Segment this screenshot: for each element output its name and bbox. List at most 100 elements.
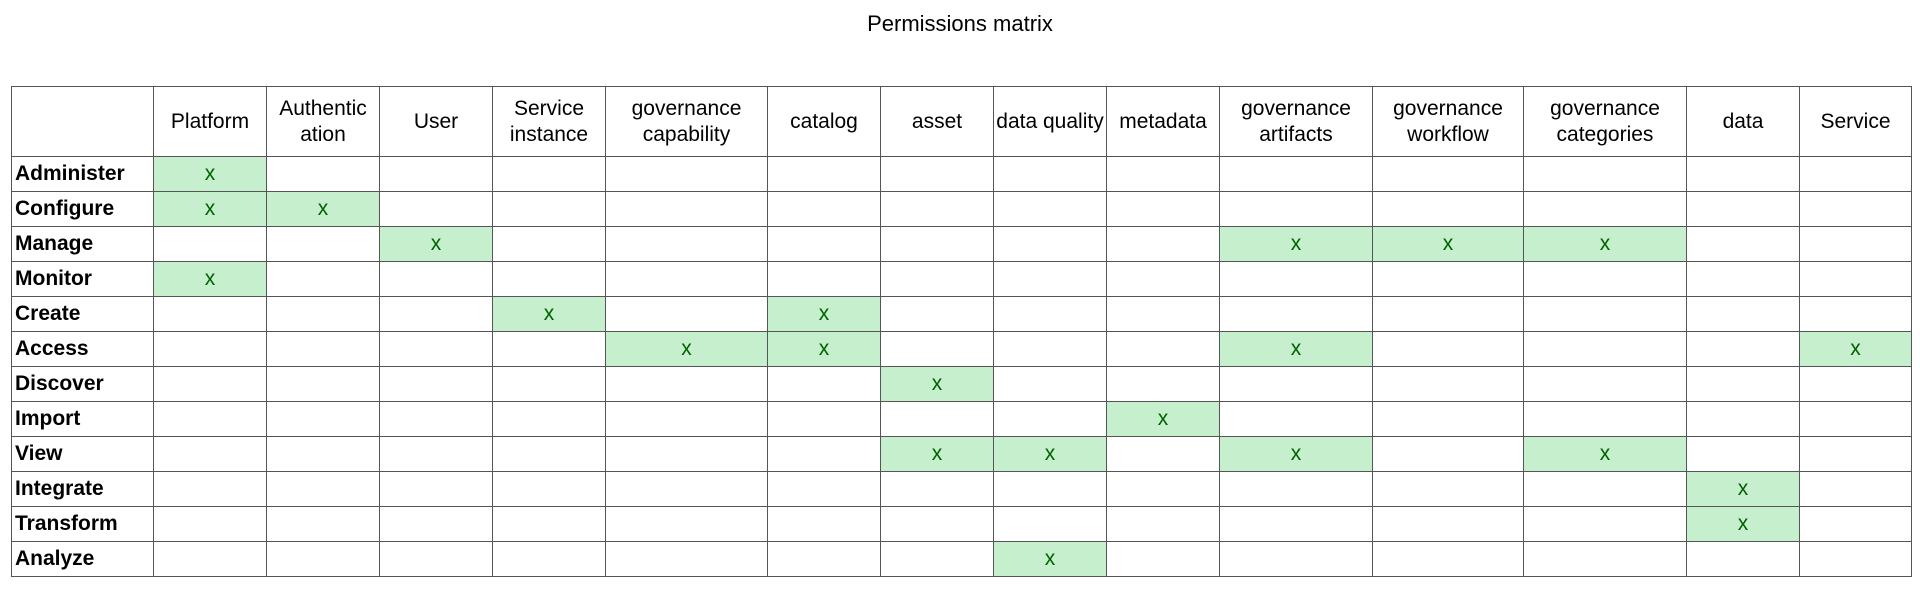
permission-empty-cell — [993, 471, 1107, 507]
permission-empty-cell — [492, 156, 606, 192]
permission-empty-cell — [605, 156, 768, 192]
row-label: Manage — [11, 226, 154, 262]
permission-empty-cell — [1686, 331, 1800, 367]
column-header: catalog — [767, 86, 881, 157]
permission-empty-cell — [880, 331, 994, 367]
permission-empty-cell — [880, 296, 994, 332]
permission-empty-cell — [1686, 261, 1800, 297]
permission-granted-cell: x — [767, 331, 881, 367]
permission-empty-cell — [1686, 436, 1800, 472]
permission-empty-cell — [1219, 541, 1373, 577]
permission-empty-cell — [767, 401, 881, 437]
permission-empty-cell — [1799, 296, 1912, 332]
permission-empty-cell — [492, 366, 606, 402]
permission-empty-cell — [767, 261, 881, 297]
permission-empty-cell — [153, 471, 267, 507]
permission-empty-cell — [993, 401, 1107, 437]
permission-empty-cell — [1799, 261, 1912, 297]
permission-empty-cell — [880, 191, 994, 227]
permission-empty-cell — [1219, 471, 1373, 507]
permission-empty-cell — [605, 401, 768, 437]
permission-empty-cell — [1523, 471, 1687, 507]
permission-empty-cell — [1523, 261, 1687, 297]
permission-empty-cell — [1106, 296, 1220, 332]
permission-empty-cell — [266, 296, 380, 332]
permission-granted-cell: x — [1219, 331, 1373, 367]
permission-empty-cell — [492, 331, 606, 367]
permission-empty-cell — [1106, 226, 1220, 262]
permission-empty-cell — [993, 506, 1107, 542]
permission-empty-cell — [1219, 506, 1373, 542]
permission-empty-cell — [880, 226, 994, 262]
permission-granted-cell: x — [153, 156, 267, 192]
permission-empty-cell — [492, 436, 606, 472]
permission-empty-cell — [1372, 366, 1524, 402]
corner-cell — [11, 86, 154, 157]
permission-empty-cell — [266, 331, 380, 367]
permission-empty-cell — [1106, 506, 1220, 542]
permission-empty-cell — [767, 471, 881, 507]
permission-empty-cell — [1219, 156, 1373, 192]
permission-granted-cell: x — [492, 296, 606, 332]
permission-empty-cell — [266, 401, 380, 437]
permission-empty-cell — [605, 296, 768, 332]
column-header: User — [379, 86, 493, 157]
permission-empty-cell — [605, 506, 768, 542]
row-label: Access — [11, 331, 154, 367]
permission-empty-cell — [880, 471, 994, 507]
permission-empty-cell — [266, 471, 380, 507]
page-title: Permissions matrix — [867, 11, 1053, 36]
permission-empty-cell — [1523, 156, 1687, 192]
permission-granted-cell: x — [379, 226, 493, 262]
row-label: Discover — [11, 366, 154, 402]
permission-empty-cell — [379, 436, 493, 472]
permission-empty-cell — [1372, 156, 1524, 192]
row-label: Transform — [11, 506, 154, 542]
permission-empty-cell — [1372, 471, 1524, 507]
row-label: Create — [11, 296, 154, 332]
permission-empty-cell — [1106, 261, 1220, 297]
permission-empty-cell — [1686, 226, 1800, 262]
column-header: governance artifacts — [1219, 86, 1373, 157]
permission-empty-cell — [993, 191, 1107, 227]
permission-empty-cell — [1372, 401, 1524, 437]
permission-granted-cell: x — [1523, 436, 1687, 472]
permission-empty-cell — [379, 471, 493, 507]
permission-granted-cell: x — [1686, 506, 1800, 542]
permission-granted-cell: x — [993, 436, 1107, 472]
permission-empty-cell — [993, 156, 1107, 192]
permission-empty-cell — [492, 471, 606, 507]
permission-empty-cell — [605, 226, 768, 262]
column-header: governance workflow — [1372, 86, 1524, 157]
permission-empty-cell — [266, 541, 380, 577]
permission-empty-cell — [1106, 191, 1220, 227]
row-label: Administer — [11, 156, 154, 192]
permission-empty-cell — [1799, 436, 1912, 472]
permission-empty-cell — [880, 156, 994, 192]
permission-empty-cell — [379, 156, 493, 192]
column-header: data quality — [993, 86, 1107, 157]
permission-empty-cell — [1523, 331, 1687, 367]
permission-empty-cell — [1686, 366, 1800, 402]
permission-empty-cell — [153, 226, 267, 262]
column-header: governance categories — [1523, 86, 1687, 157]
permission-empty-cell — [492, 506, 606, 542]
permission-empty-cell — [880, 506, 994, 542]
permission-empty-cell — [605, 471, 768, 507]
permission-empty-cell — [379, 191, 493, 227]
permission-empty-cell — [1106, 541, 1220, 577]
permission-empty-cell — [492, 401, 606, 437]
column-header: Platform — [153, 86, 267, 157]
permission-granted-cell: x — [993, 541, 1107, 577]
permission-granted-cell: x — [153, 191, 267, 227]
permission-granted-cell: x — [266, 191, 380, 227]
column-header: data — [1686, 86, 1800, 157]
permission-empty-cell — [379, 506, 493, 542]
permission-empty-cell — [993, 261, 1107, 297]
